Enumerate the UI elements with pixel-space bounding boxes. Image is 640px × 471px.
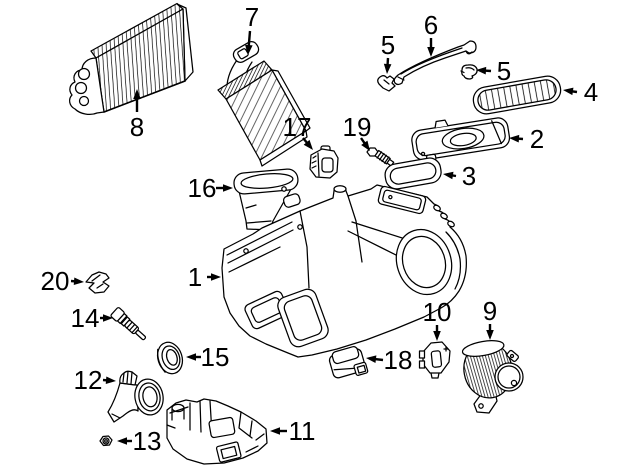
heater-core-illustration [68,2,194,115]
callout-2: 2 [509,124,544,154]
callout-13: 13 [117,426,161,456]
callout-number-9: 9 [483,296,497,326]
callout-11: 11 [270,416,316,446]
callout-number-20: 20 [41,266,70,296]
callout-1: 1 [188,262,221,292]
callout-20: 20 [41,266,84,296]
callout-10: 10 [423,297,452,341]
callout-4: 4 [563,77,598,107]
blower-motor-illustration [461,340,524,414]
gasket-3-illustration [384,157,442,190]
callout-number-2: 2 [530,124,544,154]
callout-19: 19 [343,112,372,151]
sensor-19-illustration [366,147,395,167]
callout-number-5: 5 [381,30,395,60]
callout-number-1: 1 [188,262,202,292]
callout-18: 18 [366,345,412,375]
callout-number-13: 13 [133,426,162,456]
probe-14-illustration [110,307,147,341]
callout-number-17: 17 [283,112,312,142]
nut-13-illustration [99,435,113,447]
duct-illustration [233,168,301,231]
callout-15: 15 [186,342,229,372]
callout-number-7: 7 [245,2,259,32]
callout-number-11: 11 [289,416,316,446]
callout-7: 7 [245,2,259,55]
callout-number-4: 4 [584,77,598,107]
callout-number-14: 14 [71,303,100,333]
resistor-18-illustration [328,346,369,379]
callout-number-5: 5 [497,56,511,86]
elbow-12-illustration [107,370,164,423]
callout-number-15: 15 [201,342,230,372]
panel-4-illustration [472,75,562,115]
tray-2-illustration [411,117,511,162]
callout-number-19: 19 [343,112,372,142]
evaporator-core-illustration [217,41,311,167]
grommet-5b-illustration [460,64,478,80]
callout-number-8: 8 [130,112,144,142]
callout-5: 5 [476,56,511,86]
callout-number-6: 6 [424,10,438,40]
callout-9: 9 [483,296,497,340]
callout-12: 12 [74,365,116,395]
lower-case-illustration [166,398,268,465]
hvac-case-illustration [221,184,467,358]
actuator-10-illustration [418,341,451,379]
clip-5a-illustration [377,75,396,92]
callout-5: 5 [381,30,395,74]
seal-15-illustration [156,341,184,375]
callout-number-3: 3 [462,161,476,191]
callout-3: 3 [443,161,476,191]
callout-number-12: 12 [74,365,103,395]
callout-6: 6 [424,10,438,57]
callout-16: 16 [188,173,233,203]
actuator-17-illustration [309,145,339,179]
callout-number-18: 18 [384,345,413,375]
callout-17: 17 [283,112,313,150]
callout-number-10: 10 [423,297,452,327]
callout-8: 8 [130,89,144,142]
strip-6-illustration [393,40,477,86]
callout-14: 14 [71,303,113,333]
callout-number-16: 16 [188,173,217,203]
clip-20-illustration [85,271,110,294]
